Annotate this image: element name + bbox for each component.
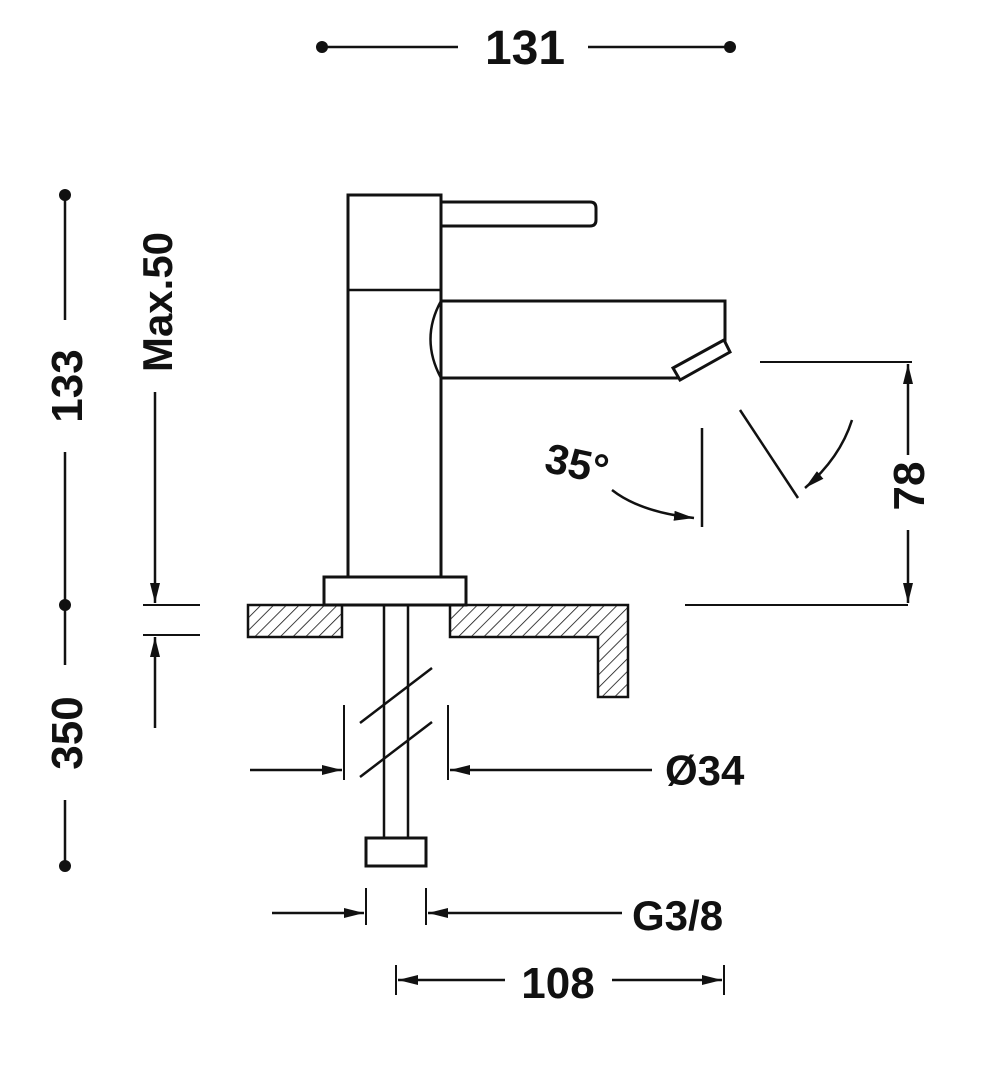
dimension-spout-reach: 108 <box>395 959 725 1008</box>
connection-thread-label: G3/8 <box>632 892 723 939</box>
countertop <box>246 603 908 699</box>
supply-pipe <box>359 605 433 868</box>
pipe-length-label: 350 <box>43 696 92 769</box>
dimension-connection-thread: G3/8 <box>272 888 723 939</box>
deck-thickness-label: Max.50 <box>134 232 181 372</box>
dimension-total-width: 131 <box>316 22 736 75</box>
base-diameter-label: Ø34 <box>665 747 745 794</box>
dimension-left-heights: 133 350 <box>43 189 92 872</box>
total-width-label: 131 <box>485 22 565 75</box>
spout-reach-label: 108 <box>521 959 594 1008</box>
total-height-label: 133 <box>43 349 92 422</box>
dimension-spout-height: 78 <box>760 361 934 603</box>
dimension-spray-angle: 35° <box>541 409 854 527</box>
spray-angle-label: 35° <box>541 434 613 493</box>
dimension-deck-thickness: Max.50 <box>134 232 200 728</box>
faucet <box>322 193 732 607</box>
dimension-base-diameter: Ø34 <box>250 705 745 794</box>
spout-height-label: 78 <box>885 462 934 511</box>
